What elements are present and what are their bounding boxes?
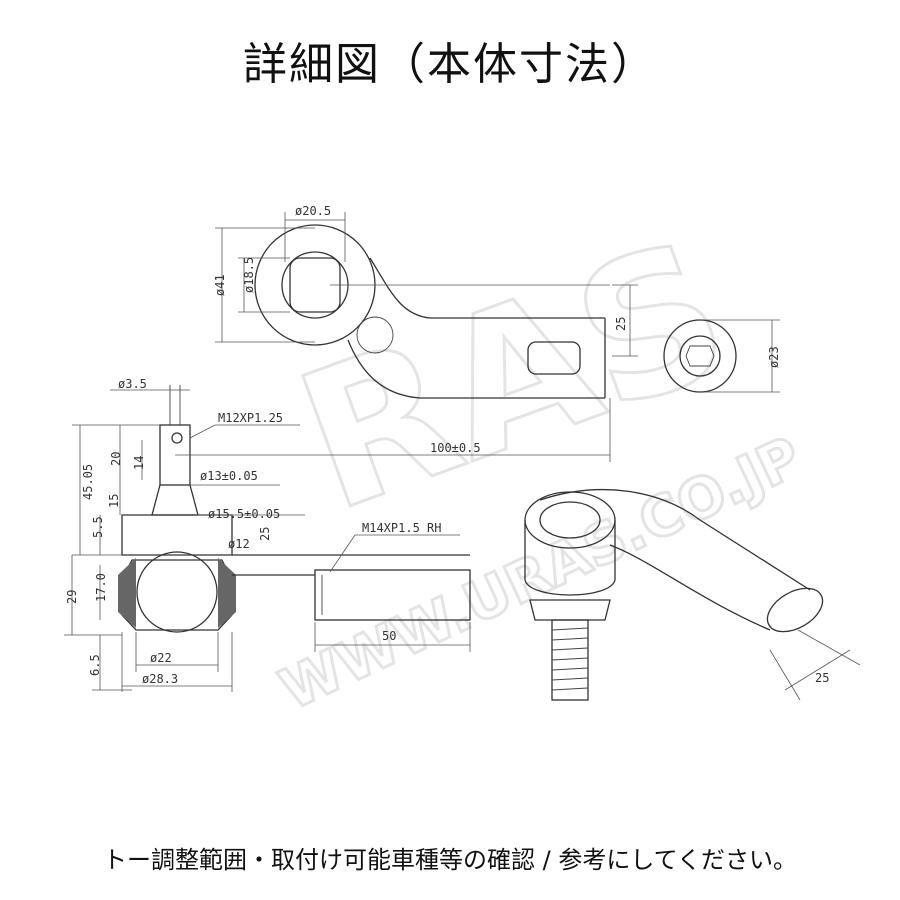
dim-h-6-5: 6.5 [88,654,102,676]
side-view: 100±0.5 50 ø3.5 M12XP1.25 ø13±0.05 ø15.5… [64,377,611,692]
dim-top-outer: ø20.5 [295,204,331,218]
dim-total-height: 45.05 [81,464,95,500]
dim-h-14: 14 [132,456,146,470]
top-view: 25 ø20.5 ø41 ø18.5 [213,204,638,399]
page-title: 詳細図（本体寸法） [243,39,657,90]
thread-lines [551,627,589,691]
dim-end-dia: ø23 [767,346,781,368]
dim-h-29: 29 [65,590,79,604]
dim-iso: 25 [815,671,829,685]
thread-small: M12XP1.25 [218,411,283,425]
dim-pin-hole: ø3.5 [118,377,147,391]
dim-top-ring: ø18.5 [242,257,256,293]
end-view: ø23 [663,319,781,393]
dim-taper-dia: ø13±0.05 [200,469,258,483]
dim-bottom-2: ø28.3 [142,672,178,686]
dim-25-vert: 25 [258,527,272,541]
dim-ball-dia: ø12 [228,537,250,551]
watermark: RAS WWW.URAS.CO.JP [269,198,813,725]
dim-shank-length: 50 [382,629,396,643]
dim-h-20: 20 [109,452,123,466]
dim-bottom-1: ø22 [150,651,172,665]
iso-view: 25 [524,488,861,701]
dim-top-eye: ø41 [213,274,227,296]
footer-note: トー調整範囲・取付け可能車種等の確認 / 参考にしてください。 [103,846,797,874]
dim-h-5-5: 5.5 [91,516,105,538]
dim-taper-dia-2: ø15.5±0.05 [208,507,280,521]
thread-large: M14XP1.5 RH [362,521,441,535]
dim-h-15: 15 [107,494,121,508]
dim-h-17: 17.0 [94,573,108,602]
dim-length: 100±0.5 [430,441,481,455]
dim-arm-height: 25 [614,317,628,331]
